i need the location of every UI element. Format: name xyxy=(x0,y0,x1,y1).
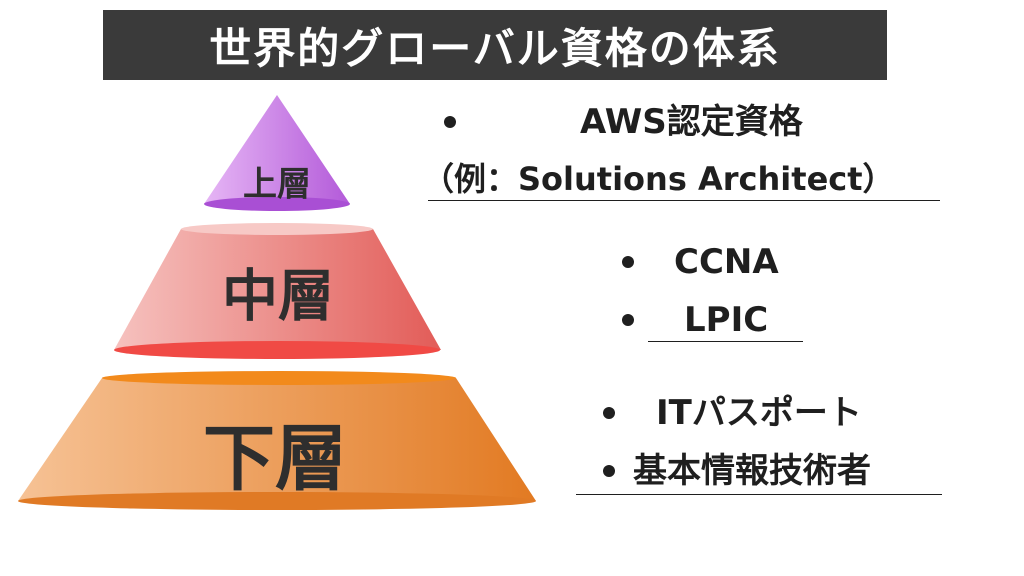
tier-bottom-shape xyxy=(18,371,536,510)
tier-middle-shape xyxy=(114,223,441,359)
page-title: 世界的グローバル資格の体系 xyxy=(209,23,781,73)
tier-top-shape xyxy=(204,95,350,211)
top-items-underline xyxy=(428,200,940,201)
bullet xyxy=(622,256,634,268)
middle-item-ccna: CCNA xyxy=(674,242,779,282)
bottom-items-underline xyxy=(576,494,942,495)
bottom-item-it-passport: ITパスポート xyxy=(656,393,862,433)
bullet xyxy=(603,465,615,477)
middle-item-lpic: LPIC xyxy=(684,300,769,340)
tier-bottom-label: 下層 xyxy=(202,416,348,501)
tier-middle-label: 中層 xyxy=(222,264,334,330)
bottom-item-fe: 基本情報技術者 xyxy=(633,451,871,491)
top-item-example: （例：Solutions Architect） xyxy=(422,160,895,198)
bullet xyxy=(622,314,634,326)
tier-top-label: 上層 xyxy=(243,164,311,205)
bullet xyxy=(603,407,615,419)
title-bar: 世界的グローバル資格の体系 xyxy=(103,10,887,80)
top-item-aws: AWS認定資格 xyxy=(580,102,803,142)
bullet xyxy=(444,116,456,128)
middle-items-underline xyxy=(648,341,803,342)
